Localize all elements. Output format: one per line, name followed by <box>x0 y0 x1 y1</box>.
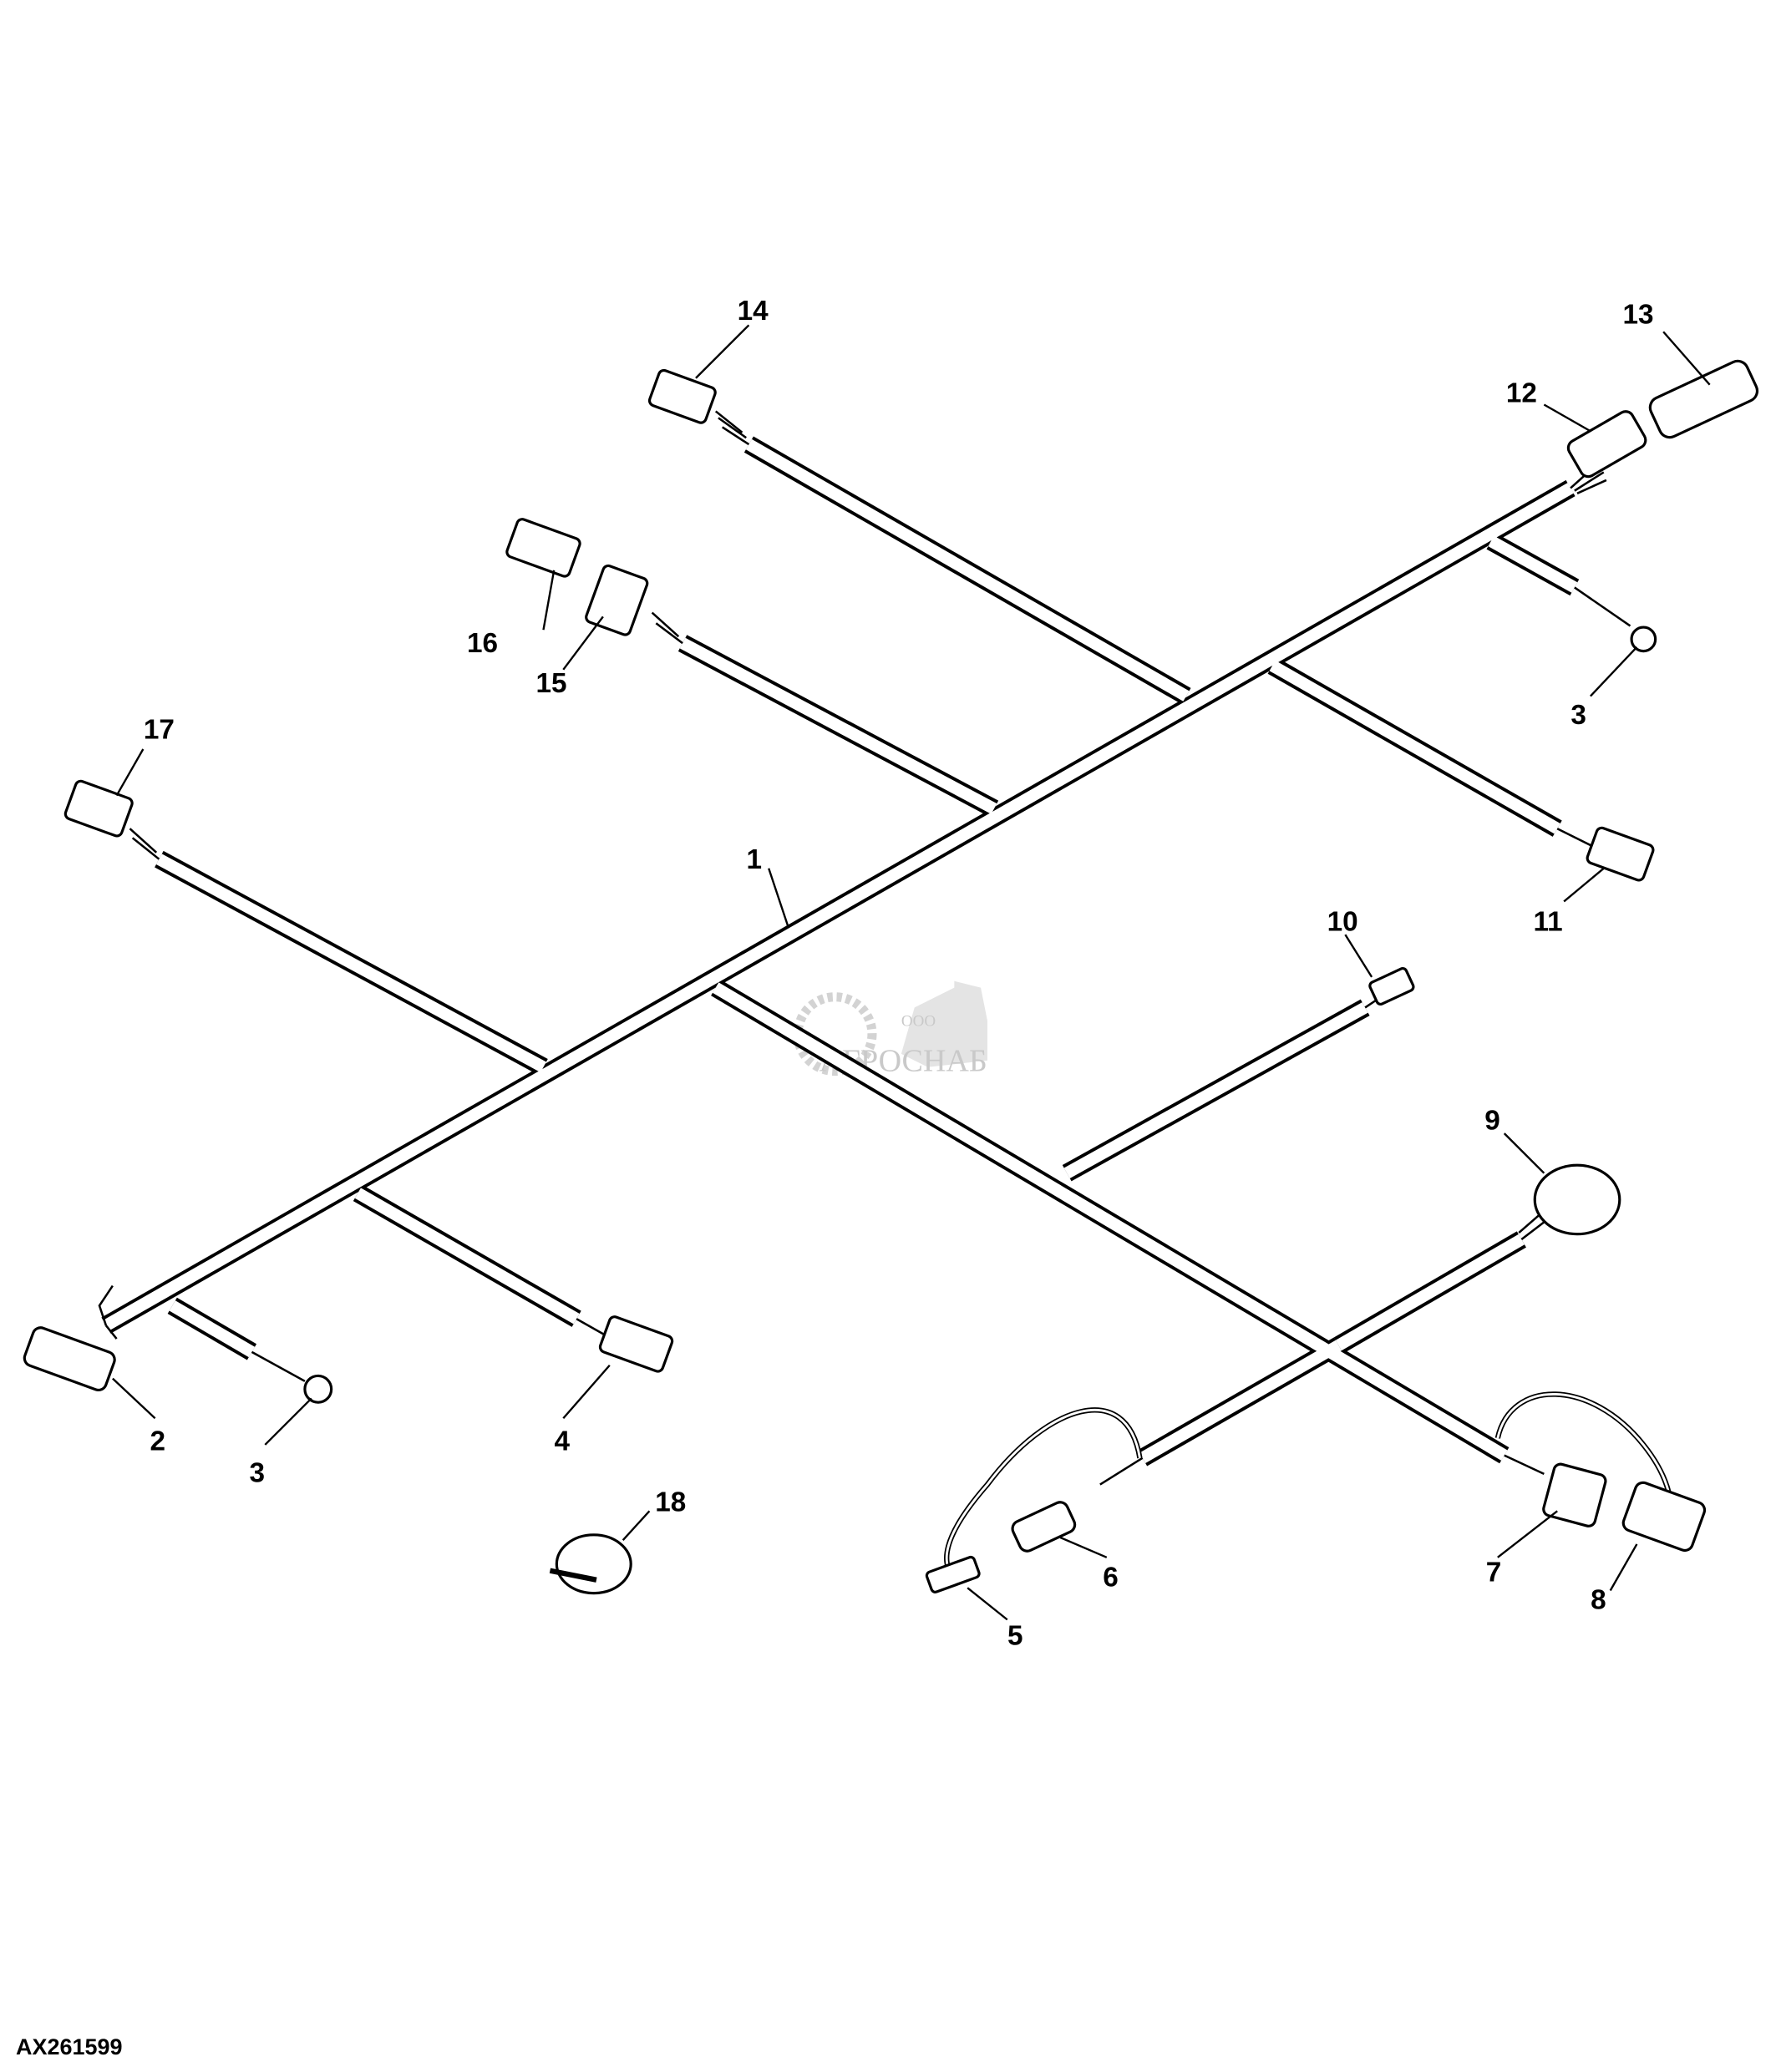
connectors <box>23 359 1759 1595</box>
figure-id: AX261599 <box>16 2034 122 2059</box>
callout-14: 14 <box>738 296 769 327</box>
connector-17 <box>63 779 134 838</box>
connector-4 <box>598 1315 674 1373</box>
combine-harvester-icon <box>901 980 987 1067</box>
callout-10: 10 <box>1327 906 1358 937</box>
ring-terminal-3-upper <box>1630 626 1657 653</box>
callout-2: 2 <box>150 1426 166 1456</box>
cable-tie-tail <box>549 1568 597 1583</box>
callout-7: 7 <box>1486 1557 1502 1588</box>
connector-10 <box>1368 966 1415 1006</box>
watermark-prefix: ООО <box>901 1013 936 1031</box>
connector-6 <box>1011 1501 1077 1553</box>
callout-5: 5 <box>1007 1621 1023 1652</box>
callout-3-lower: 3 <box>250 1457 266 1488</box>
connector-9 <box>1533 1163 1621 1236</box>
connector-15 <box>585 564 649 636</box>
callout-4: 4 <box>554 1426 570 1456</box>
callout-18: 18 <box>655 1487 686 1517</box>
callout-15: 15 <box>535 668 566 699</box>
connector-5 <box>925 1555 981 1593</box>
callout-labels: 14 13 12 16 15 3 17 1 11 10 9 2 3 4 18 6… <box>144 296 1654 1652</box>
connector-16 <box>505 518 581 578</box>
connector-12 <box>1566 410 1647 479</box>
callout-6: 6 <box>1103 1563 1119 1593</box>
leader-lines <box>112 324 1711 1621</box>
cable-tie-18 <box>555 1533 632 1595</box>
connector-7 <box>1542 1462 1607 1527</box>
connector-11 <box>1586 826 1655 882</box>
callout-13: 13 <box>1622 300 1653 331</box>
connector-14 <box>647 368 717 424</box>
ring-terminal-3-lower <box>303 1374 333 1404</box>
connector-13 <box>1648 359 1759 439</box>
connector-2 <box>23 1326 116 1392</box>
connector-8 <box>1621 1481 1707 1553</box>
callout-9: 9 <box>1484 1105 1500 1136</box>
callout-1: 1 <box>746 844 762 875</box>
callout-16: 16 <box>467 628 498 659</box>
wires <box>98 410 1674 1579</box>
callout-8: 8 <box>1591 1585 1606 1616</box>
callout-3-upper: 3 <box>1570 700 1586 731</box>
harness-cables <box>106 444 1575 1458</box>
callout-12: 12 <box>1506 377 1537 408</box>
callout-17: 17 <box>144 714 175 745</box>
callout-11: 11 <box>1534 906 1563 937</box>
